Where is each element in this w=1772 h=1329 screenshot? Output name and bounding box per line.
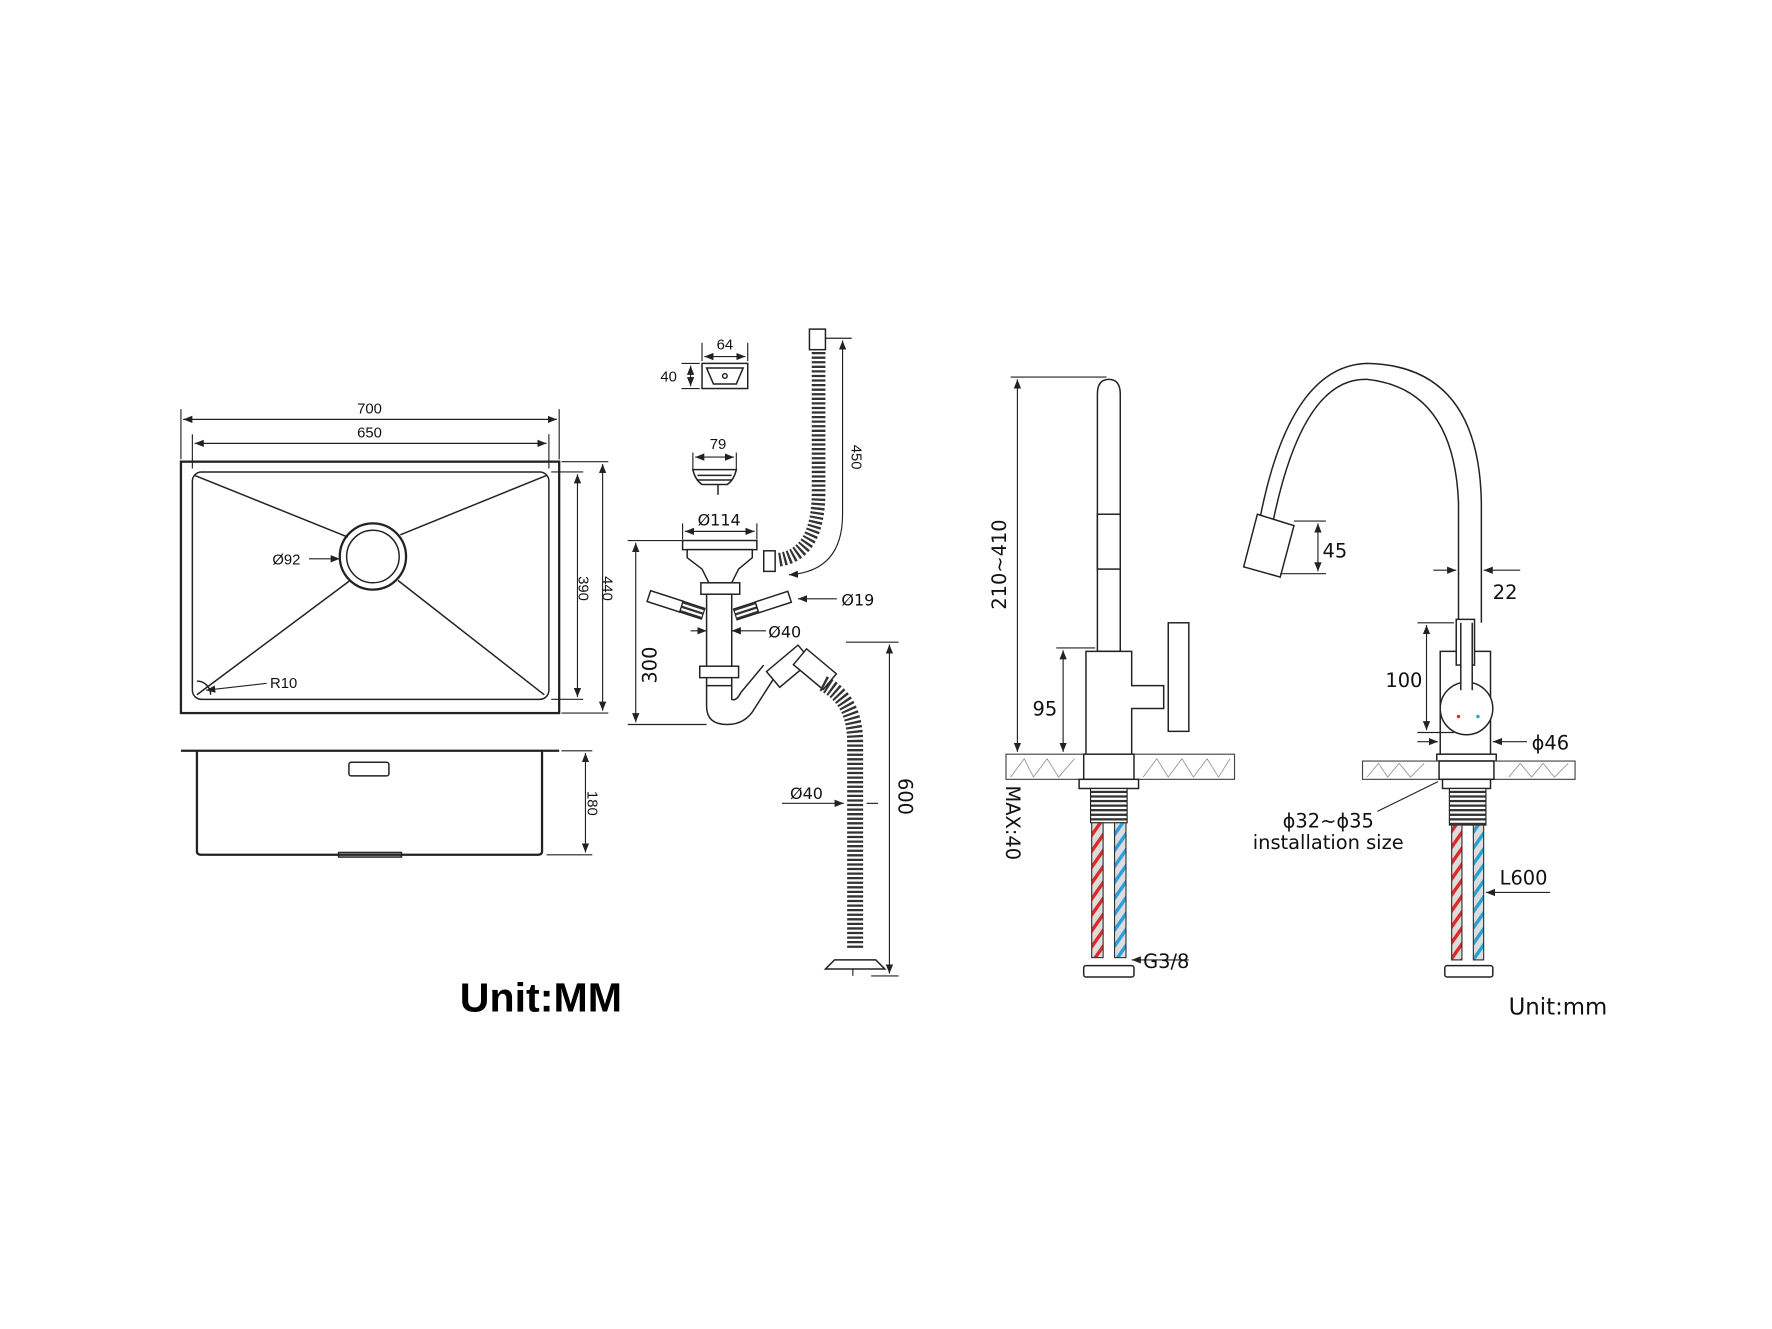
dim-114: Ø114 bbox=[698, 511, 741, 530]
faucet-front-view: 45 22 100 ϕ46 ϕ32~ϕ35 installation size … bbox=[1242, 362, 1576, 978]
dim-390: 390 bbox=[575, 576, 591, 601]
dim-95: 95 bbox=[1032, 697, 1057, 720]
dim-210-410: 210~410 bbox=[988, 519, 1011, 609]
dim-450: 450 bbox=[848, 445, 864, 470]
dim-g3-8: G3/8 bbox=[1143, 950, 1189, 973]
dim-22: 22 bbox=[1493, 581, 1518, 604]
dim-drain-92: Ø92 bbox=[272, 553, 300, 569]
faucet-side-view: 210~410 95 MAX:40 G3/8 bbox=[988, 376, 1236, 978]
dim-40-hose: Ø40 bbox=[790, 784, 823, 803]
faucet-handle bbox=[1167, 622, 1190, 733]
dim-700: 700 bbox=[357, 402, 382, 418]
sink-side-view: 180 bbox=[180, 749, 600, 858]
dim-19: Ø19 bbox=[841, 591, 874, 610]
sprayer-head bbox=[1242, 513, 1295, 578]
sink-top-view: 700 650 440 390 Ø92 R10 bbox=[179, 402, 615, 715]
dim-max-40: MAX:40 bbox=[1001, 785, 1024, 860]
dim-100: 100 bbox=[1385, 669, 1422, 692]
overflow-connector bbox=[808, 328, 827, 351]
dim-79: 79 bbox=[710, 437, 727, 453]
drain-kit: 64 40 79 Ø114 Ø19 Ø40 bbox=[627, 328, 917, 977]
dim-45: 45 bbox=[1323, 540, 1348, 563]
dim-180: 180 bbox=[584, 791, 600, 816]
unit-label-mm-faucet: Unit:mm bbox=[1509, 995, 1608, 1021]
unit-label-mm: Unit:MM bbox=[460, 974, 622, 1020]
dim-r10: R10 bbox=[270, 676, 297, 692]
dim-650: 650 bbox=[357, 426, 382, 442]
dim-phi46: ϕ46 bbox=[1532, 732, 1570, 755]
dim-install-hole: ϕ32~ϕ35 bbox=[1283, 809, 1374, 832]
install-size-label: installation size bbox=[1253, 831, 1404, 854]
drain-hole bbox=[338, 522, 408, 591]
strainer-basket bbox=[691, 468, 738, 486]
dim-l600: L600 bbox=[1500, 866, 1548, 889]
overflow-cover bbox=[701, 362, 749, 390]
hot-indicator bbox=[1456, 714, 1461, 719]
overflow-slot bbox=[348, 761, 390, 777]
dim-300: 300 bbox=[638, 647, 661, 684]
dim-440: 440 bbox=[599, 576, 615, 601]
dim-40-overflow: 40 bbox=[660, 370, 677, 386]
dim-40-pipe: Ø40 bbox=[768, 623, 801, 642]
dim-600: 600 bbox=[894, 778, 917, 815]
dim-64: 64 bbox=[717, 338, 734, 354]
cold-indicator bbox=[1476, 714, 1480, 719]
